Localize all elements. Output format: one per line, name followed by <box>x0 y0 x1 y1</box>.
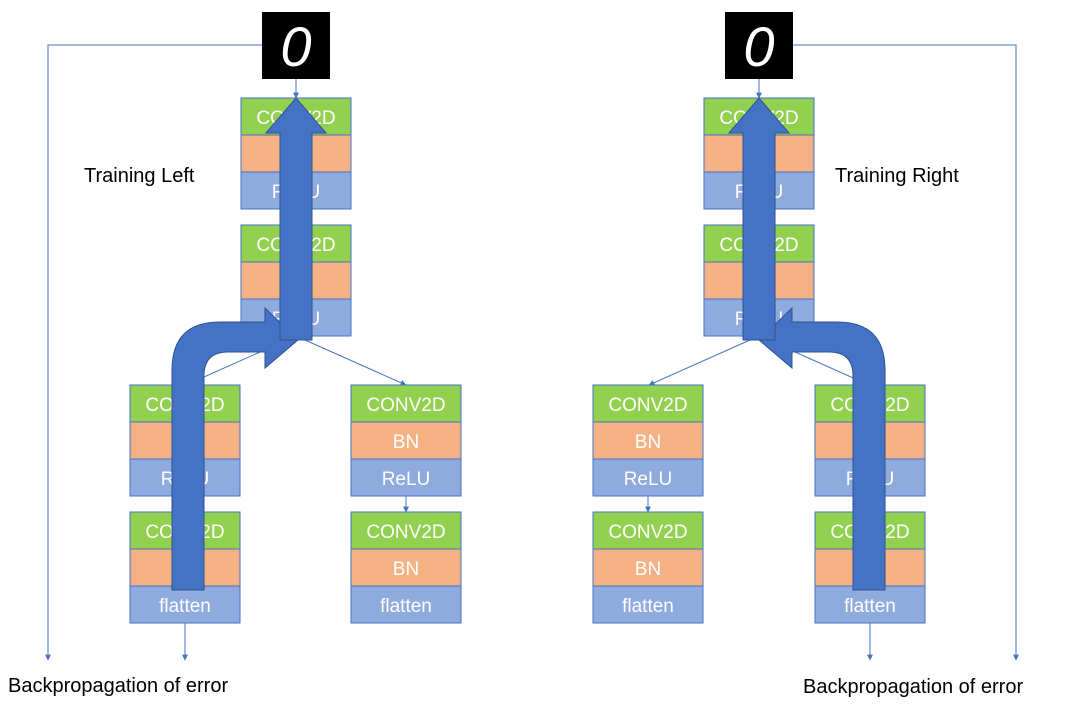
right-title: Training Right <box>835 165 959 187</box>
left-split-line-to-right-branch <box>295 335 407 386</box>
left-outer-feedback-line <box>45 44 262 661</box>
flatten-label: flatten <box>380 596 432 617</box>
bn-layer <box>592 548 704 587</box>
bn-label: BN <box>393 432 419 453</box>
left-input-digit-image: 0 <box>262 12 330 79</box>
conv-label: CONV2D <box>608 522 687 543</box>
relu-label: ReLU <box>624 469 673 490</box>
flatten-layer <box>592 585 704 624</box>
right-backprop-vertical-arrow <box>727 97 791 341</box>
conv-layer <box>350 511 462 550</box>
left-panel: 0 CONV2D ReLU CONV2D ReLU <box>8 12 462 697</box>
conv-label: CONV2D <box>608 395 687 416</box>
flatten-label: flatten <box>159 596 211 617</box>
flatten-layer <box>350 585 462 624</box>
left-backprop-vertical-arrow <box>264 97 328 341</box>
relu-label: ReLU <box>382 469 431 490</box>
conv-label: CONV2D <box>366 522 445 543</box>
right-outer-feedback-line <box>793 44 1019 661</box>
bn-layer <box>350 421 462 460</box>
left-branch-b-block-1: CONV2D BN ReLU <box>350 384 462 497</box>
bn-layer <box>592 421 704 460</box>
right-panel: 0 CONV2D ReLU CONV2D ReLU <box>592 12 1023 698</box>
bn-label: BN <box>635 559 661 580</box>
relu-layer <box>350 458 462 497</box>
left-digit-label: 0 <box>280 15 311 78</box>
conv-layer <box>592 511 704 550</box>
flatten-layer <box>814 585 926 624</box>
flatten-label: flatten <box>622 596 674 617</box>
right-digit-label: 0 <box>743 15 774 78</box>
conv-layer <box>592 384 704 423</box>
right-input-digit-image: 0 <box>725 12 793 79</box>
flatten-layer <box>129 585 241 624</box>
left-footer-label: Backpropagation of error <box>8 675 228 697</box>
left-title: Training Left <box>84 165 195 187</box>
right-footer-label: Backpropagation of error <box>803 676 1023 698</box>
right-branch-a-block-2: CONV2D BN flatten <box>592 511 704 624</box>
right-branch-a-block-1: CONV2D BN ReLU <box>592 384 704 497</box>
bn-label: BN <box>635 432 661 453</box>
conv-layer <box>350 384 462 423</box>
flatten-label: flatten <box>844 596 896 617</box>
conv-label: CONV2D <box>366 395 445 416</box>
relu-layer <box>592 458 704 497</box>
right-split-line-to-left-branch <box>648 335 760 386</box>
left-branch-b-block-2: CONV2D BN flatten <box>350 511 462 624</box>
bn-label: BN <box>393 559 419 580</box>
